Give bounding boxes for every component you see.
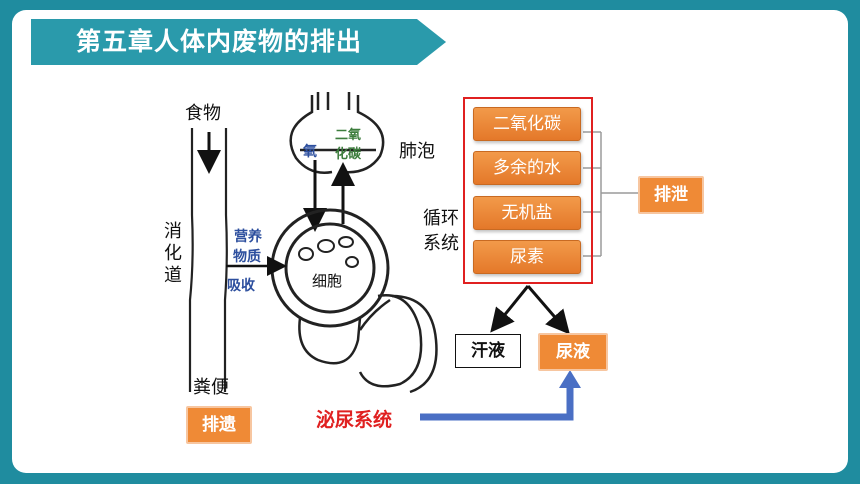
to-sweat-arrow [490,285,530,333]
digestive-tract-label: 消化道 [161,221,182,287]
slide-title: 第五章人体内废物的排出 [76,27,363,56]
co2-label-1: 二氧 [335,128,362,143]
feces-label: 粪便 [193,377,229,398]
waste-item-salts: 无机盐 [473,196,581,230]
urinary-system-label: 泌尿系统 [316,409,393,431]
kidney-tubes [298,293,438,394]
waste-item-water: 多余的水 [473,151,581,185]
food-label: 食物 [185,103,221,124]
co2-label-2: 化碳 [335,147,362,162]
urine-tag: 尿液 [538,333,608,371]
digestive-tract-outline [188,128,228,392]
excretion-tag: 排泄 [638,176,704,214]
title-banner [31,19,446,65]
body-diagram [127,84,472,402]
circulatory-label-2: 系统 [423,233,459,254]
egestion-tag: 排遗 [186,406,252,444]
circulation-ring [270,208,390,328]
nutrients-label-2: 物质 [233,249,261,265]
absorption-label: 吸收 [227,278,255,294]
circulatory-label-1: 循环 [423,208,459,229]
cell-nuclei [298,236,359,268]
cell-label: 细胞 [312,272,343,290]
nutrients-label-1: 营养 [234,229,262,245]
excretion-bracket [583,131,638,257]
waste-items-frame [463,97,593,284]
oxygen-label: 氧 [303,144,317,160]
waste-item-co2: 二氧化碳 [473,107,581,141]
urinary-to-urine-arrow [420,370,581,421]
sweat-box: 汗液 [455,334,521,368]
waste-item-urea: 尿素 [473,240,581,274]
alveoli-label: 肺泡 [399,141,435,162]
to-urine-arrow [526,285,570,335]
alveolus-shape [289,92,385,174]
